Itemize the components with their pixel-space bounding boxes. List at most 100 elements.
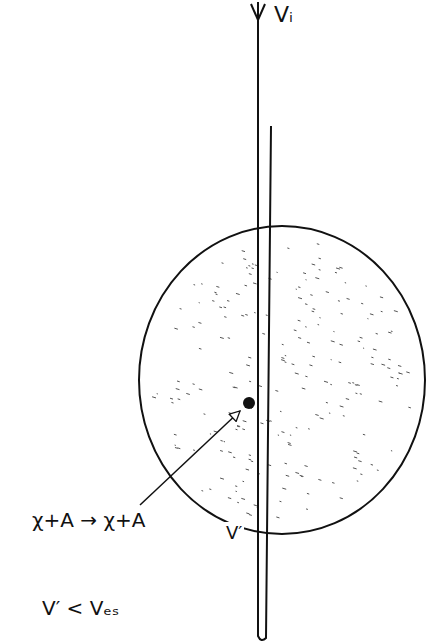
velocity-arrow	[251, 4, 265, 20]
stipple-dot	[236, 293, 240, 294]
stipple-dot	[228, 452, 232, 453]
stipple-dot	[282, 344, 284, 346]
stipple-dot	[367, 318, 368, 319]
stipple-dot	[228, 337, 230, 339]
stipple-dot	[276, 516, 279, 518]
stipple-dot	[249, 459, 252, 461]
stipple-dot	[216, 294, 218, 296]
stipple-dot	[174, 328, 178, 329]
stipple-dot	[319, 317, 320, 318]
stipple-dot	[201, 490, 203, 492]
stipple-dot	[398, 365, 401, 367]
stipple-dot	[298, 298, 302, 299]
stipple-dot	[222, 262, 224, 264]
stipple-dot	[318, 479, 321, 481]
stipple-dot	[333, 331, 334, 332]
stipple-dot	[235, 485, 237, 487]
stipple-dot	[285, 355, 286, 356]
stipple-dot	[282, 488, 286, 489]
stipple-dot	[305, 303, 307, 305]
stipple-dot	[201, 283, 202, 284]
stipple-dot	[270, 420, 272, 422]
stipple-dot	[249, 381, 251, 383]
stipple-dot	[171, 402, 173, 404]
stipple-dot	[242, 250, 245, 252]
leader-line	[140, 411, 240, 505]
reaction-label: χ+A → χ+A	[30, 508, 147, 532]
stipple-dot	[315, 278, 319, 279]
stipple-dot	[214, 292, 216, 294]
stipple-dot	[353, 451, 357, 452]
stipple-dot	[298, 337, 301, 339]
stipple-dot	[388, 332, 391, 333]
stipple-dot	[390, 376, 393, 378]
stipple-dot	[397, 378, 399, 380]
stipple-dot	[252, 263, 254, 264]
stipple-dot	[209, 488, 211, 490]
stipple-dot	[308, 428, 310, 429]
stipple-dot	[246, 512, 249, 514]
stipple-dot	[370, 314, 374, 315]
stipple-dot	[340, 344, 343, 345]
stipple-dot	[262, 333, 265, 335]
stipple-dot	[318, 324, 320, 325]
stipple-dot	[335, 272, 337, 274]
stipple-dot	[233, 387, 236, 389]
stipple-dot	[305, 376, 307, 378]
stipple-dot	[198, 322, 201, 324]
stipple-dot	[379, 401, 383, 402]
stipple-dot	[363, 434, 365, 436]
stipple-dot	[220, 450, 223, 452]
stipple-dot	[371, 363, 374, 365]
stipple-dot	[253, 283, 256, 284]
stipple-dot	[332, 482, 334, 484]
stipple-dot	[281, 431, 284, 433]
stipple-dot	[329, 412, 330, 413]
stipple-dot	[260, 422, 263, 424]
stipple-dot	[281, 357, 284, 359]
stipple-dot	[248, 357, 251, 359]
stipple-dot	[245, 285, 248, 287]
stipple-dot	[361, 303, 363, 305]
stipple-dot	[360, 473, 362, 475]
stipple-dot	[296, 289, 297, 290]
stipple-dot	[275, 390, 278, 392]
stipple-dot	[307, 342, 310, 344]
stipple-dot	[193, 449, 195, 451]
stipple-dot	[249, 273, 252, 275]
stipple-dot	[338, 300, 340, 302]
stipple-dot	[193, 383, 195, 385]
stipple-dot	[305, 465, 308, 467]
stipple-dot	[249, 454, 251, 456]
stipple-dot	[365, 285, 366, 286]
stipple-dot	[248, 265, 250, 267]
stipple-dot	[387, 367, 390, 369]
stipple-dot	[330, 384, 332, 385]
stipple-dot	[278, 434, 279, 435]
stipple-dot	[286, 475, 289, 476]
condition-label: V′ < Vₑₛ	[40, 596, 121, 620]
stipple-dot	[340, 406, 344, 407]
stipple-dot	[336, 268, 340, 269]
stipple-dot	[254, 312, 255, 313]
stipple-dot	[331, 359, 332, 360]
stipple-dot	[157, 393, 158, 394]
stipple-dot	[292, 363, 295, 365]
stipple-dot	[302, 388, 306, 389]
stipple-dot	[241, 315, 244, 317]
stipple-dot	[339, 267, 342, 269]
stipple-dot	[319, 258, 321, 260]
stipple-dot	[326, 291, 329, 293]
stipple-dot	[303, 272, 306, 274]
stipple-dot	[251, 460, 253, 462]
stipple-dot	[396, 385, 398, 387]
stipple-dot	[180, 308, 182, 310]
stipple-dot	[399, 373, 402, 374]
stipple-dot	[301, 476, 303, 478]
stipple-dot	[277, 272, 278, 273]
stipple-dot	[380, 296, 383, 298]
stipple-dot	[246, 365, 250, 366]
stipple-dot	[373, 349, 377, 350]
stipple-dot	[307, 493, 309, 495]
stipple-dot	[252, 267, 254, 269]
